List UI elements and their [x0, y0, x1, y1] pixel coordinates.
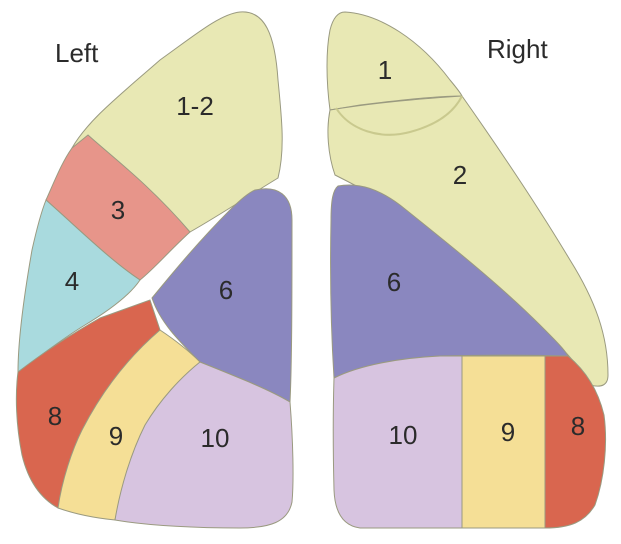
- left-lung: [16, 12, 293, 528]
- right-segment-9-label: 9: [501, 417, 515, 447]
- right-segment-10-label: 10: [389, 420, 418, 450]
- left-segment-6-label: 6: [219, 275, 233, 305]
- right-side-label: Right: [487, 34, 548, 64]
- left-segment-1-2-label: 1-2: [176, 91, 214, 121]
- left-side-label: Left: [55, 38, 99, 68]
- right-segment-1-label: 1: [378, 55, 392, 85]
- right-segment-1-region: [327, 12, 462, 110]
- right-segment-6-label: 6: [387, 267, 401, 297]
- left-segment-10-label: 10: [201, 423, 230, 453]
- left-segment-4-label: 4: [65, 266, 79, 296]
- left-segment-3-label: 3: [111, 195, 125, 225]
- right-segment-2-label: 2: [453, 160, 467, 190]
- left-segment-8-label: 8: [48, 401, 62, 431]
- right-segment-8-label: 8: [571, 411, 585, 441]
- left-segment-9-label: 9: [109, 421, 123, 451]
- right-lung: [327, 12, 608, 528]
